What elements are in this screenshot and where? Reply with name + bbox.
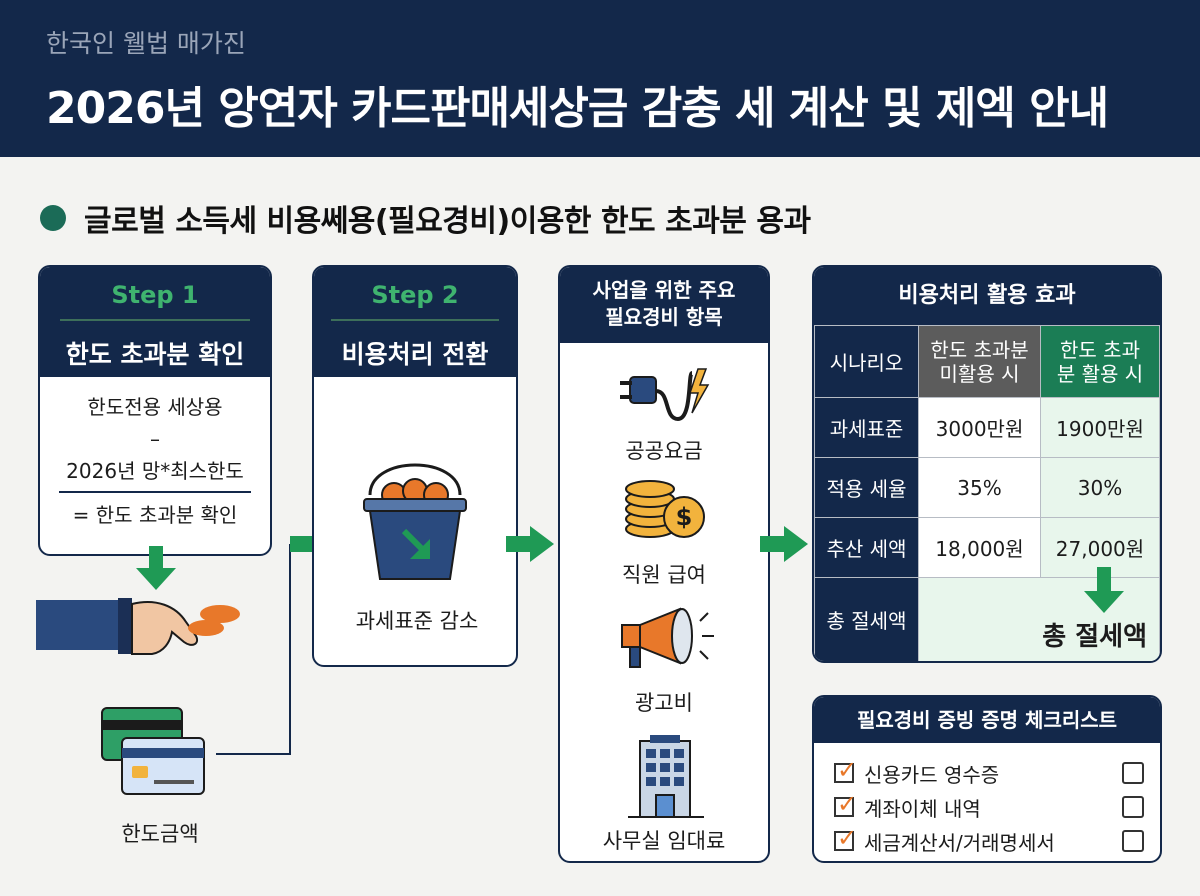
step2-header: Step 2 비용처리 전환 <box>314 267 516 377</box>
step1-label: Step 1 <box>111 281 199 309</box>
expense-item-office-rent: 사무실 임대료 <box>602 829 726 853</box>
card-caption: 한도금액 <box>121 822 199 846</box>
right-arrow-icon <box>760 526 808 562</box>
checked-checkbox-icon: ✓ <box>834 756 857 784</box>
down-arrow-icon <box>136 546 176 590</box>
svg-text:$: $ <box>676 503 693 531</box>
step2-card: Step 2 비용처리 전환 과세표준 감소 <box>312 265 518 667</box>
checklist-item[interactable]: ✓ 신용카드 영수증 <box>834 756 1144 787</box>
section-heading: 글로벌 소득세 비용쎄용(필요경비)이용한 한도 초과분 용과 <box>40 196 811 240</box>
step2-divider <box>331 319 499 321</box>
step1-name: 한도 초과분 확인 <box>65 340 245 369</box>
table-header-row: 시나리오 한도 초과분 미활용 시 한도 초과분 활용 시 <box>814 325 1160 398</box>
empty-checkbox[interactable] <box>1122 796 1144 818</box>
formula-result: = 한도 초과분 확인 <box>72 503 238 527</box>
step1-formula: 한도전용 세상용 – 2026년 망*최스한도 = 한도 초과분 확인 <box>40 377 270 531</box>
office-building-icon <box>628 735 704 818</box>
coins-dollar-icon: $ <box>625 480 705 538</box>
checklist-item[interactable]: ✓ 계좌이체 내역 <box>834 790 1144 821</box>
expense-item-advertising: 광고비 <box>635 691 693 715</box>
total-savings-value: 총 절세액 <box>1042 622 1147 652</box>
bucket-icon <box>363 463 467 580</box>
row-label: 과세표준 <box>814 397 919 458</box>
megaphone-icon <box>621 607 714 668</box>
col-used: 한도 초과분 활용 시 <box>1040 325 1160 398</box>
header-banner: 한국인 웰법 매가진 2026년 앙연자 카드판매세상금 감충 세 계산 및 제… <box>0 0 1200 157</box>
checklist-item-label: 신용카드 영수증 <box>864 762 1000 787</box>
expenses-card: 사업을 위한 주요 필요경비 항목 공공요금 $ 직원 급여 광고비 <box>558 265 770 863</box>
effect-table: 시나리오 한도 초과분 미활용 시 한도 초과분 활용 시 과세표준 3000만… <box>814 325 1160 661</box>
step1-divider <box>60 319 250 321</box>
expense-item-salaries: 직원 급여 <box>622 563 706 587</box>
table-row: 적용 세율 35% 30% <box>814 457 1160 518</box>
checked-checkbox-icon: ✓ <box>834 824 857 852</box>
col-unused: 한도 초과분 미활용 시 <box>918 325 1041 398</box>
expense-item-utilities: 공공요금 <box>625 439 703 463</box>
credit-card-icon <box>101 707 205 795</box>
cell-unused: 35% <box>918 457 1041 518</box>
checklist-item-label: 세금계산서/거래명세서 <box>864 830 1055 855</box>
down-arrow-icon <box>1084 567 1124 613</box>
bullet-dot-icon <box>40 205 66 231</box>
hand-coins-icon <box>36 598 240 655</box>
formula-divider <box>59 491 251 493</box>
connector-line <box>216 544 291 755</box>
cell-unused: 18,000원 <box>918 517 1041 578</box>
section-title: 글로벌 소득세 비용쎄용(필요경비)이용한 한도 초과분 용과 <box>84 204 811 239</box>
cell-used: 30% <box>1040 457 1160 518</box>
step2-label: Step 2 <box>371 281 459 309</box>
right-arrow-icon <box>506 526 554 562</box>
cell-used: 1900만원 <box>1040 397 1160 458</box>
empty-checkbox[interactable] <box>1122 762 1144 784</box>
row-label: 추산 세액 <box>814 517 919 578</box>
checklist-card: 필요경비 증빙 증명 체크리스트 ✓ 신용카드 영수증 ✓ 계좌이체 내역 ✓ … <box>812 695 1162 863</box>
effect-card: 비용처리 활용 효과 시나리오 한도 초과분 미활용 시 한도 초과분 활용 시… <box>812 265 1162 663</box>
step1-header: Step 1 한도 초과분 확인 <box>40 267 270 377</box>
checklist-header: 필요경비 증빙 증명 체크리스트 <box>814 697 1160 743</box>
checklist-item[interactable]: ✓ 세금계산서/거래명세서 <box>834 824 1144 855</box>
checked-checkbox-icon: ✓ <box>834 790 857 818</box>
formula-operator: – <box>150 427 160 451</box>
step2-name: 비용처리 전환 <box>341 340 489 369</box>
table-row: 과세표준 3000만원 1900만원 <box>814 397 1160 458</box>
step2-caption: 과세표준 감소 <box>355 609 479 633</box>
col-scenario: 시나리오 <box>814 325 919 398</box>
step1-card: Step 1 한도 초과분 확인 한도전용 세상용 – 2026년 망*최스한도… <box>38 265 272 556</box>
expenses-header: 사업을 위한 주요 필요경비 항목 <box>560 267 768 343</box>
empty-checkbox[interactable] <box>1122 830 1144 852</box>
plug-lightning-icon <box>620 368 710 422</box>
magazine-name: 한국인 웰법 매가진 <box>46 29 246 58</box>
formula-line2: 2026년 망*최스한도 <box>66 459 244 483</box>
checklist-item-label: 계좌이체 내역 <box>864 796 981 821</box>
effect-header: 비용처리 활용 효과 <box>814 267 1160 325</box>
row-label-total: 총 절세액 <box>814 577 919 661</box>
page-title: 2026년 앙연자 카드판매세상금 감충 세 계산 및 제엑 안내 <box>46 83 1109 134</box>
formula-line1: 한도전용 세상용 <box>87 395 223 419</box>
cell-unused: 3000만원 <box>918 397 1041 458</box>
row-label: 적용 세율 <box>814 457 919 518</box>
